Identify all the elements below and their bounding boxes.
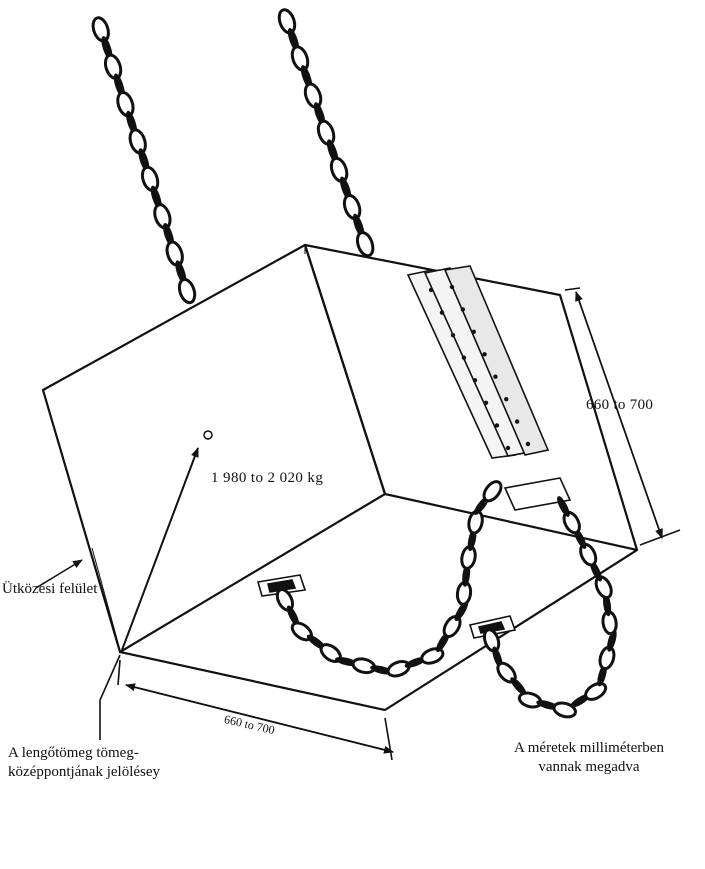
block-front-edge — [119, 650, 386, 712]
circle-marker-icon — [203, 430, 213, 440]
impact-surface-label: Ütközési felület — [2, 581, 98, 597]
block-bottom-face — [119, 493, 638, 711]
center-of-gravity-label-line1: A lengőtömeg tömeg- — [8, 745, 139, 761]
lug-icon — [468, 615, 517, 639]
center-of-gravity-marker — [121, 430, 213, 651]
chain-icon — [482, 496, 618, 719]
center-of-gravity-label-line2: középpontjának jelölésey — [8, 764, 161, 780]
impact-surface-leader — [35, 547, 121, 651]
units-note-line1: A méretek milliméterben — [514, 740, 664, 756]
units-note: A méretek milliméterben vannak megadva — [514, 739, 664, 777]
guide-rail-icon — [406, 265, 550, 459]
impactor-block — [41, 243, 639, 712]
chain-icon — [277, 8, 375, 258]
cog-vector-arrow — [121, 447, 199, 651]
cog-leader — [99, 654, 121, 740]
height-dimension-label: 660 to 700 — [586, 397, 654, 413]
mass-label: 1 980 to 2 020 kg — [211, 470, 324, 486]
units-note-line2: vannak megadva — [538, 759, 640, 775]
height-dimension-line — [564, 287, 681, 546]
lug-icon — [256, 574, 307, 597]
chain-icon — [91, 16, 197, 305]
suspension-chains — [91, 8, 375, 305]
lower-chains — [275, 480, 618, 719]
center-of-gravity-label: A lengőtömeg tömeg- középpontjának jelöl… — [8, 744, 160, 782]
lifting-lugs — [256, 477, 572, 639]
lug-icon — [503, 477, 572, 511]
rail-holes — [428, 284, 531, 451]
chain-icon — [275, 480, 503, 678]
length-dimension-line — [117, 659, 394, 761]
